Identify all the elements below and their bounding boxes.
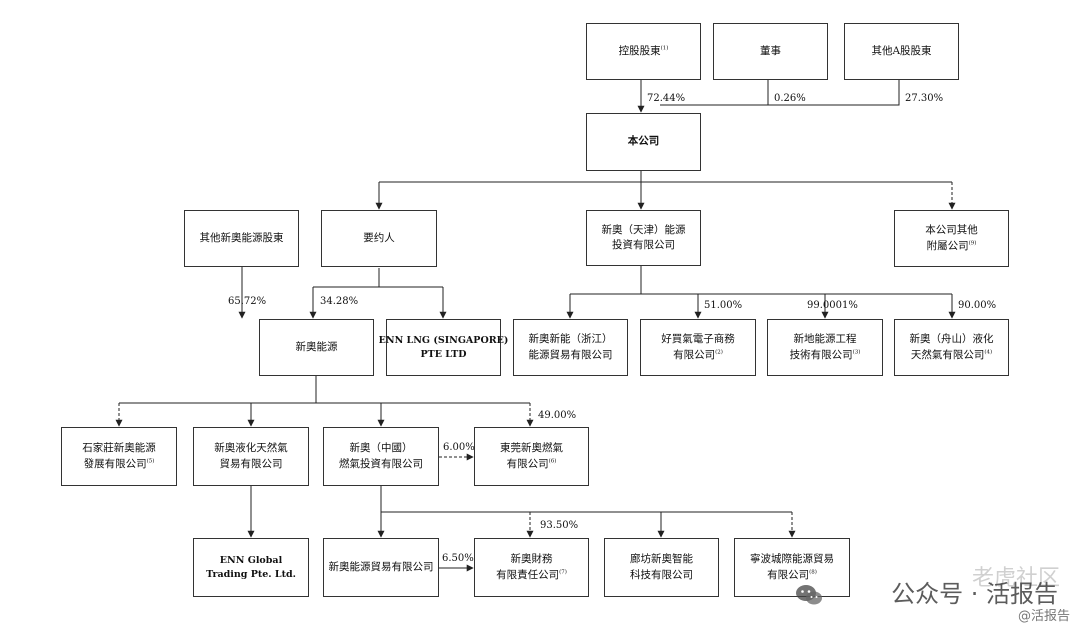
node-haomaiqi: 好買氣電子商務 有限公司(2)	[640, 319, 756, 376]
pct-chinagas-dongguan: 6.00%	[443, 442, 475, 453]
pct-finance: 93.50%	[540, 520, 579, 531]
pct-other-xinao: 65.72%	[228, 296, 267, 307]
watermark-tiger-community: 老虎社区	[971, 566, 1060, 591]
node-xinao-energy: 新奧能源	[259, 319, 374, 376]
node-zhoushan-lng: 新奧（舟山）液化 天然氣有限公司(4)	[894, 319, 1009, 376]
pct-haomaiqi: 51.00%	[704, 300, 743, 311]
pct-offeror: 34.28%	[320, 296, 359, 307]
node-lng-trading: 新奧液化天然氣 貿易有限公司	[193, 427, 309, 486]
watermark-wechat-account: 公众号 · 活报告	[891, 580, 1058, 608]
node-ningbo-trading: 寧波城際能源貿易 有限公司(8)	[734, 538, 850, 597]
node-dongguan-gas: 東莞新奧燃氣 有限公司(6)	[474, 427, 589, 486]
pct-other-a: 27.30%	[905, 93, 944, 104]
node-china-gas-investment: 新奧（中國） 燃氣投資有限公司	[323, 427, 439, 486]
node-other-subsidiaries: 本公司其他 附屬公司(9)	[894, 210, 1009, 267]
node-energy-trading: 新奧能源貿易有限公司	[323, 538, 439, 597]
node-company: 本公司	[586, 113, 701, 171]
pct-xindi: 99.0001%	[807, 300, 858, 311]
pct-energytrading-finance: 6.50%	[442, 553, 474, 564]
node-xindi-engineering: 新地能源工程 技術有限公司(3)	[767, 319, 883, 376]
node-zhejiang-trading: 新奧新能（浙江） 能源貿易有限公司	[513, 319, 628, 376]
watermark-handle: @活报告	[1017, 609, 1070, 624]
node-enn-global-trading: ENN Global Trading Pte. Ltd.	[193, 538, 309, 597]
node-shijiazhuang: 石家莊新奧能源 發展有限公司(5)	[61, 427, 177, 486]
node-other-xinao-shareholders: 其他新奧能源股東	[184, 210, 299, 267]
pct-dongguan: 49.00%	[538, 410, 577, 421]
edge-othera-company	[660, 80, 900, 106]
node-xinao-finance: 新奧財務 有限責任公司(7)	[474, 538, 589, 597]
pct-directors: 0.26%	[774, 93, 806, 104]
node-enn-lng-singapore: ENN LNG (SINGAPORE) PTE LTD	[379, 319, 508, 376]
pct-controlling: 72.44%	[647, 93, 686, 104]
node-other-a-shareholders: 其他A股股東	[844, 23, 959, 80]
wechat-icon	[796, 585, 822, 605]
node-controlling-shareholder: 控股股東(1)	[586, 23, 701, 80]
node-langfang-tech: 廊坊新奧智能 科技有限公司	[604, 538, 719, 597]
node-directors: 董事	[713, 23, 828, 80]
node-tianjin-energy: 新奧（天津）能源 投資有限公司	[586, 210, 701, 266]
node-offeror: 要约人	[321, 210, 437, 267]
pct-zhoushan: 90.00%	[958, 300, 997, 311]
